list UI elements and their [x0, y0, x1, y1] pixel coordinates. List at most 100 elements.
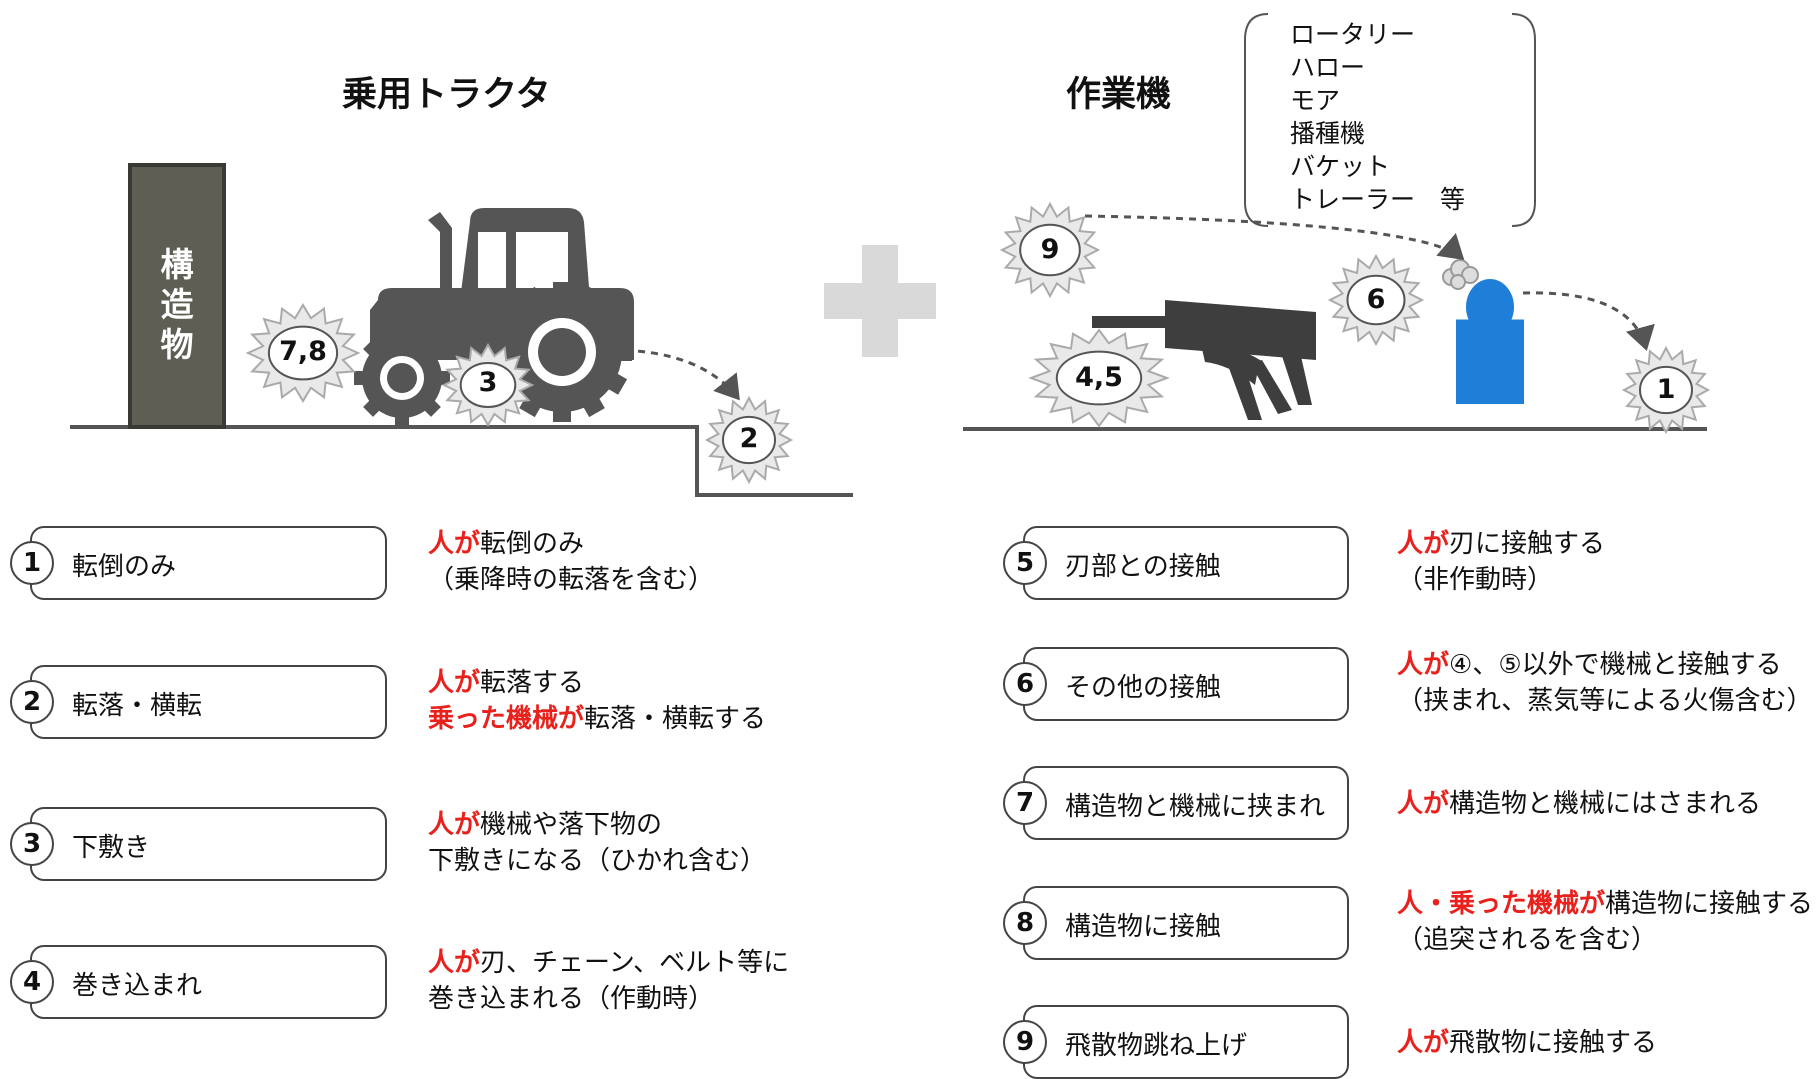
description-text: （非作動時）	[1397, 565, 1554, 595]
structure-label-char: 構	[160, 245, 194, 284]
description-text: 刃、チェーン、ベルト等に	[480, 948, 790, 978]
subject-highlight: 人が	[1397, 1028, 1450, 1058]
marker-1: 1	[1656, 374, 1676, 405]
description-text: （乗降時の転落を含む）	[428, 565, 715, 595]
category-box	[30, 807, 387, 881]
description-line: 人が飛散物に接触する	[1397, 1025, 1657, 1061]
category-label: 転落・横転	[72, 691, 203, 721]
description-line: 乗った機械が転落・横転する	[428, 701, 766, 737]
category-label: その他の接触	[1065, 673, 1222, 703]
category-description: 人が刃に接触する（非作動時）	[1397, 526, 1605, 598]
structure-label-char: 造	[160, 285, 194, 324]
category-box	[1023, 766, 1349, 840]
arrow-to-1	[1522, 291, 1655, 351]
category-label: 飛散物跳ね上げ	[1065, 1031, 1248, 1061]
category-box	[30, 945, 387, 1019]
marker-2: 2	[739, 423, 759, 454]
arrow-from-9	[1084, 214, 1465, 260]
structure-label: 構 造 物	[157, 245, 197, 365]
subject-highlight: 人が	[1397, 529, 1450, 559]
marker-ring-2	[722, 415, 776, 465]
ground-line-left	[70, 425, 853, 497]
category-number: 2	[10, 680, 54, 724]
subject-highlight: 乗った機械が	[428, 704, 585, 734]
category-box	[30, 665, 387, 739]
category-label: 構造物に接触	[1065, 912, 1222, 942]
description-line: 人が刃、チェーン、ベルト等に	[428, 945, 789, 981]
description-line: 人が刃に接触する	[1397, 526, 1605, 562]
description-line: 人が④、⑤以外で機械と接触する	[1397, 647, 1812, 683]
structure-label-char: 物	[160, 325, 194, 364]
description-line: （追突されるを含む）	[1397, 922, 1813, 958]
category-number: 1	[10, 541, 54, 585]
description-text: 構造物と機械にはさまれる	[1449, 789, 1762, 819]
category-label: 刃部との接触	[1065, 552, 1221, 582]
marker-ring-4-5	[1055, 350, 1143, 406]
category-number: 4	[10, 960, 54, 1004]
category-box	[1023, 886, 1349, 960]
description-text: 構造物に接触する	[1605, 889, 1814, 919]
description-text: （挟まれ、蒸気等による火傷含む）	[1397, 686, 1813, 716]
subject-highlight: 人が	[1397, 650, 1450, 680]
implement-title: 作業機	[1066, 75, 1172, 115]
tractor-title: 乗用トラクタ	[342, 75, 551, 115]
description-line: 人が機械や落下物の	[428, 807, 766, 843]
arrow-to-2	[611, 348, 740, 401]
category-label: 巻き込まれ	[72, 971, 203, 1001]
category-description: 人が転倒のみ（乗降時の転落を含む）	[428, 526, 714, 598]
description-text: 下敷きになる（ひかれ含む）	[428, 846, 767, 876]
description-text: 転落・横転する	[584, 704, 767, 734]
implement-list-item: ロータリー	[1290, 20, 1416, 49]
marker-4-5: 4,5	[1075, 362, 1123, 393]
category-description: 人が転落する乗った機械が転落・横転する	[428, 665, 766, 737]
marker-7-8: 7,8	[279, 336, 327, 367]
marker-ring-3	[459, 362, 517, 408]
subject-highlight: 人が	[1397, 789, 1450, 819]
category-label: 構造物と機械に挟まれ	[1065, 792, 1326, 822]
description-line: （乗降時の転落を含む）	[428, 562, 714, 598]
marker-ring-9	[1019, 223, 1081, 277]
description-line: 人・乗った機械が構造物に接触する	[1397, 886, 1813, 922]
marker-6: 6	[1366, 284, 1386, 315]
implement-list-item: 播種機	[1290, 119, 1366, 148]
description-text: （追突されるを含む）	[1397, 925, 1658, 955]
description-text: 巻き込まれる（作動時）	[428, 984, 715, 1014]
description-text: 転倒のみ	[480, 529, 585, 559]
description-line: 人が転落する	[428, 665, 766, 701]
implement-list-item: トレーラー 等	[1290, 185, 1466, 214]
description-line: （非作動時）	[1397, 562, 1605, 598]
debris-icon	[1442, 259, 1479, 290]
category-description: 人が飛散物に接触する	[1397, 1025, 1657, 1061]
plus-icon	[824, 245, 936, 357]
implement-list: ロータリー ハロー モア 播種機 バケット トレーラー 等	[1290, 18, 1465, 216]
category-description: 人が刃、チェーン、ベルト等に巻き込まれる（作動時）	[428, 945, 789, 1017]
description-line: 人が転倒のみ	[428, 526, 714, 562]
implement-list-item: モア	[1290, 86, 1341, 115]
person-icon	[1456, 279, 1524, 404]
marker-9: 9	[1040, 234, 1060, 265]
subject-highlight: 人・乗った機械が	[1397, 889, 1606, 919]
description-line: 人が構造物と機械にはさまれる	[1397, 786, 1761, 822]
category-box	[30, 526, 387, 600]
marker-3: 3	[478, 367, 498, 398]
marker-ring-6	[1346, 274, 1406, 326]
category-description: 人・乗った機械が構造物に接触する（追突されるを含む）	[1397, 886, 1813, 958]
marker-ring-7-8	[267, 325, 339, 381]
description-text: 飛散物に接触する	[1449, 1028, 1658, 1058]
subject-highlight: 人が	[428, 810, 481, 840]
category-description: 人が機械や落下物の下敷きになる（ひかれ含む）	[428, 807, 766, 879]
implement-list-item: バケット	[1290, 152, 1391, 181]
category-box	[1023, 647, 1349, 721]
burst-star-icon-group	[245, 201, 1711, 485]
category-number: 6	[1003, 662, 1047, 706]
description-line: 下敷きになる（ひかれ含む）	[428, 843, 766, 879]
category-description: 人が④、⑤以外で機械と接触する（挟まれ、蒸気等による火傷含む）	[1397, 647, 1812, 719]
subject-highlight: 人が	[428, 529, 481, 559]
category-number: 5	[1003, 541, 1047, 585]
description-line: （挟まれ、蒸気等による火傷含む）	[1397, 683, 1812, 719]
description-text: 刃に接触する	[1449, 529, 1606, 559]
description-text: ④、⑤以外で機械と接触する	[1449, 650, 1782, 680]
description-text: 機械や落下物の	[480, 810, 663, 840]
tractor-icon	[354, 208, 634, 426]
